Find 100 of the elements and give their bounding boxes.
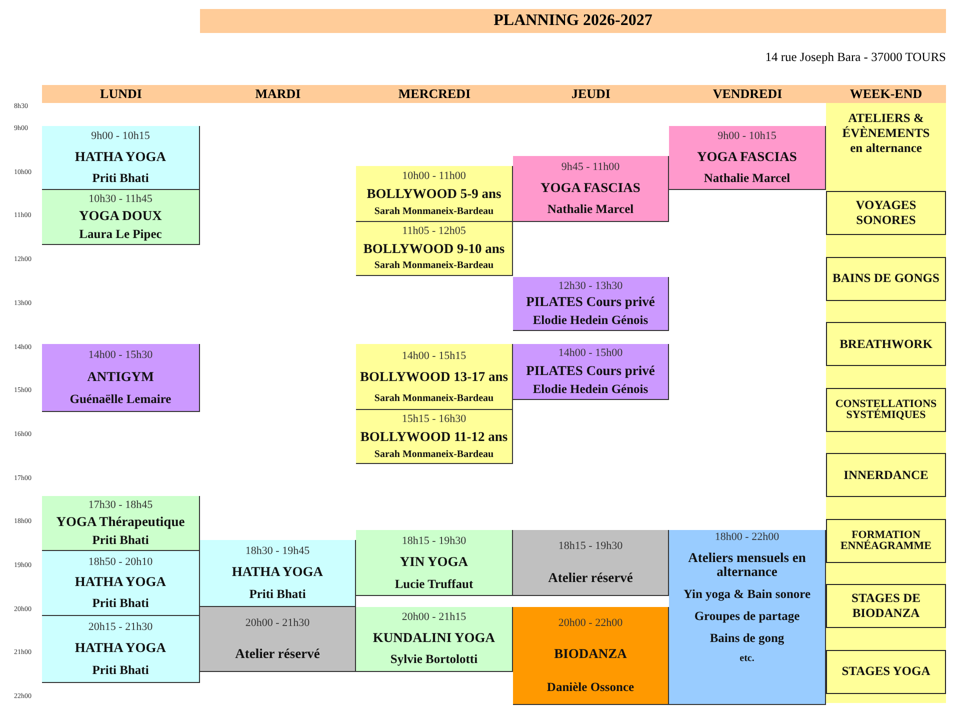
title-banner: PLANNING 2026-2027 [200, 9, 946, 33]
time-range: 11h05 - 12h05 [402, 225, 466, 238]
time-range: 9h00 - 10h15 [718, 130, 776, 142]
class-block [513, 606, 669, 705]
time-range: 18h00 - 22h00 [714, 531, 780, 544]
time-range: 18h50 - 20h10 [88, 556, 153, 568]
teacher-name: Priti Bhati [92, 170, 149, 185]
teacher-name: Guénaëlle Lemaire [70, 392, 172, 406]
time-range: 20h00 - 21h30 [245, 616, 310, 629]
event-name: STAGES YOGA [842, 664, 930, 679]
time-range: 18h15 - 19h30 [558, 540, 623, 552]
teacher-name: Sarah Monmaneix-Bardeau [374, 392, 494, 404]
class-title: YIN YOGA [400, 554, 468, 569]
time-range: 14h00 - 15h15 [402, 350, 466, 362]
time-range: 15h15 - 16h30 [402, 413, 466, 426]
event-name: STAGES DE BIODANZA [850, 591, 922, 621]
class-title: BIODANZA [554, 647, 627, 662]
time-range: 20h00 - 21h15 [402, 611, 466, 624]
class-title: HATHA YOGA [74, 641, 166, 656]
day-heading: WEEK-END [848, 85, 924, 103]
class-title: HATHA YOGA [232, 564, 324, 579]
teacher-name: Nathalie Marcel [547, 202, 634, 216]
time-range: 20h00 - 22h00 [558, 616, 623, 629]
event-note: en alternance [850, 141, 922, 155]
teacher-name: Priti Bhati [92, 663, 149, 677]
time-range: 12h30 - 13h30 [558, 280, 623, 292]
teacher-name: Elodie Hedein Génois [532, 382, 648, 396]
event-box [826, 191, 946, 235]
event-name: FORMATION ENNÉAGRAMME [839, 530, 933, 552]
time-range: 14h00 - 15h30 [88, 349, 153, 362]
day-heading: LUNDI [99, 85, 143, 103]
teacher-name: Elodie Hedein Génois [532, 313, 648, 328]
class-block [42, 616, 200, 683]
class-title: HATHA YOGA [74, 575, 166, 590]
class-block [356, 606, 513, 672]
teacher-name: Yin yoga & Bain sonore [683, 587, 811, 602]
class-title: BOLLYWOOD 11-12 ans [360, 430, 508, 444]
class-title: Atelier réservé [548, 571, 633, 586]
time-range: 18h30 - 19h45 [245, 544, 310, 557]
time-range: 10h30 - 11h45 [88, 193, 152, 206]
class-block [42, 126, 200, 190]
time-range: 17h30 - 18h45 [88, 499, 153, 512]
teacher-name: Sarah Monmaneix-Bardeau [374, 449, 494, 460]
time-range: 9h00 - 10h15 [91, 130, 150, 142]
class-block [356, 530, 513, 596]
class-title: KUNDALINI YOGA [372, 630, 496, 645]
event-box [826, 322, 946, 366]
event-box [826, 584, 946, 628]
class-block [356, 166, 513, 222]
event-name: BAINS DE GONGS [832, 271, 940, 286]
time-range: 14h00 - 15h00 [558, 347, 623, 360]
teacher-name: Nathalie Marcel [704, 170, 790, 185]
class-block [669, 126, 826, 190]
class-block [513, 344, 669, 400]
teacher-name: Priti Bhati [249, 586, 306, 601]
time-range: 9h45 - 11h00 [561, 161, 620, 174]
event-box [826, 388, 946, 432]
time-range: 18h15 - 19h30 [402, 534, 466, 547]
teacher-name: Priti Bhati [92, 533, 149, 548]
class-title: Ateliers mensuels en alternance [687, 551, 807, 580]
class-block [669, 530, 826, 705]
teacher-name: Groupes de partage [694, 609, 800, 624]
class-block [200, 540, 356, 606]
class-block [513, 530, 669, 596]
class-title: PILATES Cours privé [526, 295, 655, 310]
time-range: 10h00 - 11h00 [402, 170, 466, 182]
teacher-name: Laura Le Pipec [79, 227, 162, 242]
time-range: 20h15 - 21h30 [88, 621, 153, 634]
teacher-name: Lucie Truffaut [394, 576, 474, 591]
event-name: INNERDANCE [844, 468, 928, 482]
class-block [513, 156, 669, 222]
teacher-name: Sarah Monmaneix-Bardeau [374, 206, 494, 218]
class-block [200, 606, 356, 672]
class-block [356, 344, 513, 410]
class-title: BOLLYWOOD 5-9 ans [366, 187, 502, 202]
class-title: ANTIGYM [87, 370, 154, 384]
day-heading: MERCREDI [397, 85, 472, 103]
class-title: YOGA FASCIAS [540, 180, 640, 195]
class-block [42, 344, 200, 412]
class-title: BOLLYWOOD 9-10 ans [363, 242, 505, 256]
teacher-name: Priti Bhati [92, 596, 149, 610]
class-block [42, 190, 200, 246]
class-block [513, 276, 669, 332]
event-box [826, 453, 946, 497]
class-title: BOLLYWOOD 13-17 ans [360, 370, 508, 384]
day-heading: VENDREDI [712, 85, 784, 103]
weekend-band [826, 103, 946, 703]
class-title: PILATES Cours privé [526, 364, 655, 378]
class-block [42, 551, 200, 616]
class-block [356, 222, 513, 276]
class-block [42, 496, 200, 552]
event-box [826, 518, 946, 562]
class-title: YOGA FASCIAS [697, 150, 797, 164]
event-box [826, 650, 946, 694]
teacher-name: Sarah Monmaneix-Bardeau [374, 260, 494, 272]
teacher-name: Bains de gong [710, 631, 784, 646]
event-name: BREATHWORK [840, 336, 932, 352]
event-name: VOYAGES SONORES [854, 198, 918, 228]
class-title: HATHA YOGA [74, 150, 166, 164]
day-heading: MARDI [254, 85, 302, 103]
